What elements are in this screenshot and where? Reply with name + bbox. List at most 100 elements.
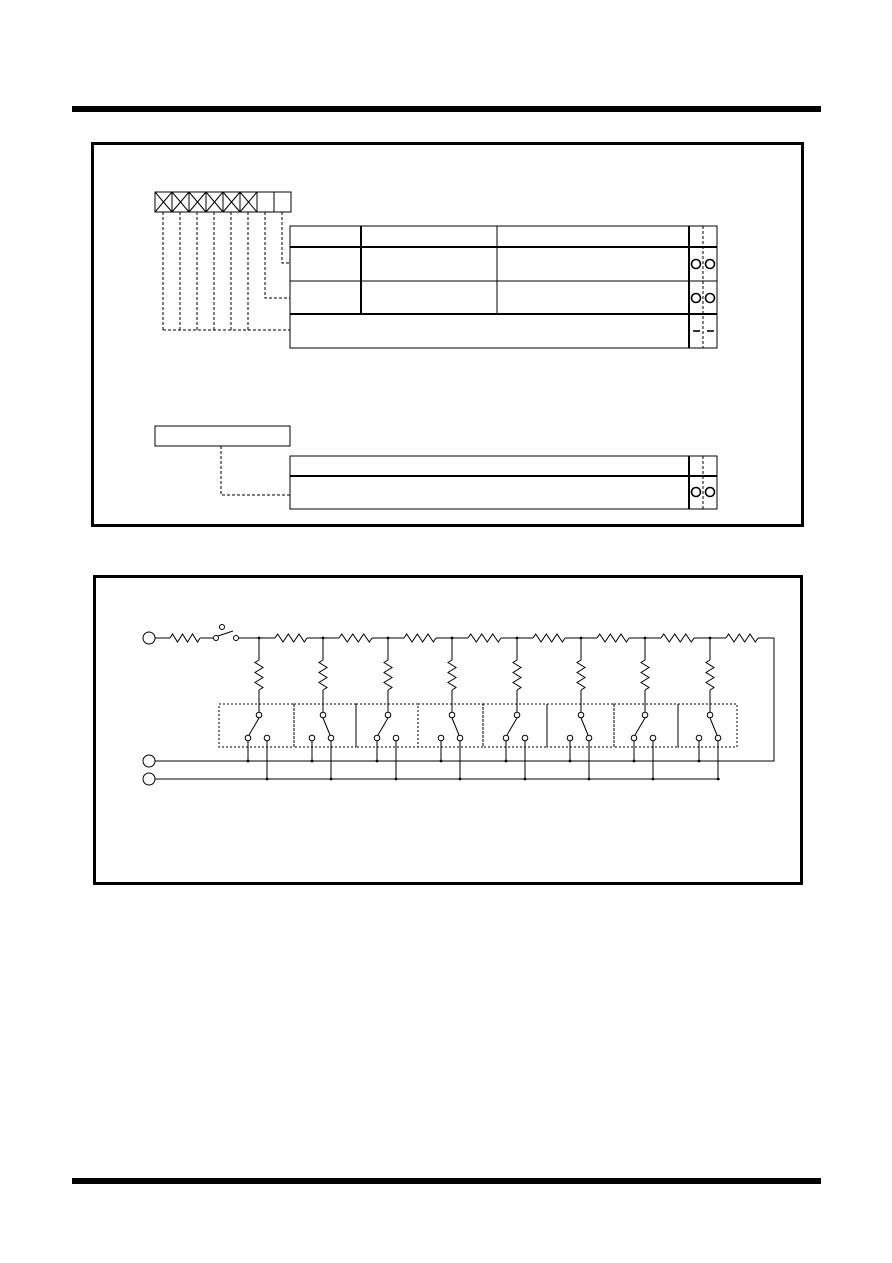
input-terminal-icon	[142, 631, 156, 645]
junction-dot	[394, 777, 398, 781]
resistor-icon	[532, 633, 566, 643]
switch-pivot-icon	[255, 711, 263, 719]
switch-icon	[233, 635, 239, 641]
junction-dot	[504, 759, 508, 763]
switch-blade-icon	[634, 717, 646, 736]
switch-contact-icon	[704, 292, 716, 304]
switch-contact-icon	[502, 734, 510, 742]
junction-dot	[458, 777, 462, 781]
switch-contact-icon	[630, 734, 638, 742]
junction-dot	[265, 777, 269, 781]
junction-dot	[651, 777, 655, 781]
resistor-icon	[274, 633, 308, 643]
junction-dot	[523, 777, 527, 781]
junction-dot	[375, 759, 379, 763]
leader-line	[220, 446, 290, 496]
switch-contact-icon	[704, 486, 716, 498]
switch-pivot-icon	[319, 711, 327, 719]
resistor-ladder-panel	[93, 575, 803, 885]
resistor-icon	[576, 659, 586, 691]
switch-blade-icon	[506, 717, 518, 736]
switch-contact-icon	[456, 734, 464, 742]
switch-contact-icon	[714, 734, 722, 742]
switch-contact-icon	[373, 734, 381, 742]
junction-dot	[246, 759, 250, 763]
bit-cross-icon	[239, 191, 258, 213]
stage-switch-box	[482, 703, 548, 748]
wire	[149, 638, 775, 762]
bit-cross-icon	[154, 191, 173, 213]
stage-switch-box	[355, 703, 419, 748]
resistor-icon	[403, 633, 437, 643]
switch-contact-icon	[392, 734, 400, 742]
switch-blade-icon	[580, 717, 589, 736]
resistor-icon	[383, 659, 393, 691]
switch-contact-icon	[704, 258, 716, 270]
switch-contact-icon	[690, 292, 702, 304]
junction-dot	[568, 759, 572, 763]
resistor-icon	[447, 659, 457, 691]
resistor-icon	[169, 633, 201, 643]
stage-switch-box	[613, 703, 679, 748]
switch-icon	[213, 635, 219, 641]
resistor-icon	[596, 633, 630, 643]
switch-blade-icon	[451, 717, 460, 736]
bus-terminal-icon	[142, 754, 156, 768]
junction-dot	[697, 759, 701, 763]
switch-blade-icon	[377, 717, 389, 736]
junction-dot	[310, 759, 314, 763]
switch-pivot-icon	[577, 711, 585, 719]
switch-contact-icon	[695, 734, 703, 742]
switch-pivot-icon	[706, 711, 714, 719]
switch-blade-icon	[248, 717, 260, 736]
switch-pivot-icon	[641, 711, 649, 719]
junction-dot	[716, 777, 720, 781]
switch-pivot-icon	[448, 711, 456, 719]
switch-icon	[217, 630, 234, 637]
switch-contact-icon	[521, 734, 529, 742]
switch-contact-icon	[437, 734, 445, 742]
resistor-icon	[467, 633, 502, 643]
leader-line	[281, 212, 290, 264]
resistor-icon	[254, 659, 264, 691]
switch-contact-icon	[263, 734, 271, 742]
register-box	[154, 425, 291, 447]
bit-cross-icon	[205, 191, 224, 213]
lower-table	[289, 455, 718, 510]
resistor-icon	[640, 659, 650, 691]
switch-contact-icon	[566, 734, 574, 742]
bottom-rule	[72, 1178, 821, 1184]
switch-icon	[219, 624, 225, 630]
switch-contact-icon	[327, 734, 335, 742]
bit-cross-icon	[171, 191, 190, 213]
upper-table	[289, 225, 718, 349]
switch-contact-icon	[690, 258, 702, 270]
switch-blade-icon	[709, 717, 718, 736]
bit-cross-icon	[222, 191, 241, 213]
switch-contact-icon	[244, 734, 252, 742]
stage-switch-box	[417, 703, 484, 748]
resistor-icon	[338, 633, 373, 643]
switch-pivot-icon	[384, 711, 392, 719]
switch-contact-icon	[690, 486, 702, 498]
resistor-icon	[660, 633, 695, 643]
register-diagram-panel	[91, 142, 804, 527]
top-rule	[72, 106, 821, 112]
junction-dot	[587, 777, 591, 781]
switch-contact-icon	[585, 734, 593, 742]
stage-switch-box	[677, 703, 738, 748]
stage-switch-box	[293, 703, 357, 748]
switch-pivot-icon	[513, 711, 521, 719]
switch-contact-icon	[649, 734, 657, 742]
junction-dot	[632, 759, 636, 763]
resistor-icon	[725, 633, 759, 643]
bus-terminal-icon	[142, 772, 156, 786]
stage-switch-box	[218, 703, 295, 748]
leader-line	[264, 212, 290, 299]
switch-contact-icon	[308, 734, 316, 742]
switch-blade-icon	[322, 717, 331, 736]
resistor-icon	[705, 659, 715, 691]
resistor-icon	[318, 659, 328, 691]
